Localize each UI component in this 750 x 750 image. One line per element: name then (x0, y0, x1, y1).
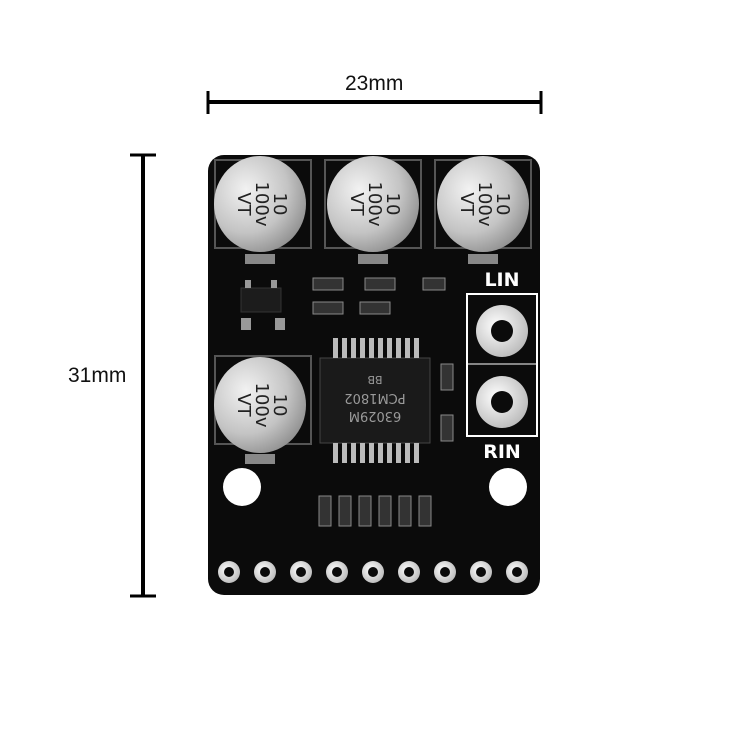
mounting-hole-left (223, 468, 261, 506)
capacitor-label-line2: 100v (251, 382, 272, 427)
capacitor-label-line2: 100v (251, 181, 272, 226)
capacitor-label-line1: 10 (269, 193, 290, 216)
rin-label: RIN (483, 441, 521, 463)
pcm1802-chip: 63029M PCM1802 BB (319, 338, 431, 463)
width-dimension-line (206, 91, 543, 114)
chip-logo: BB (367, 373, 382, 386)
capacitor-label-line1: 10 (382, 193, 403, 216)
capacitor-c2: 10 100v VT (324, 156, 422, 264)
capacitor-label-line2: 100v (364, 181, 385, 226)
capacitor-c1: 10 100v VT (214, 156, 312, 264)
capacitor-label-line3: VT (346, 192, 367, 216)
capacitor-label-line1: 10 (269, 394, 290, 417)
lin-label: LIN (484, 269, 519, 291)
smd-components-right (440, 363, 454, 442)
capacitor-label-line3: VT (233, 192, 254, 216)
chip-pins-bottom (333, 443, 419, 463)
capacitor-label-line2: 100v (474, 181, 495, 226)
pcb-board: 10 100v VT 10 100v VT 10 100v VT 10 100v… (208, 155, 540, 595)
mounting-hole-right (489, 468, 527, 506)
smd-resistors-bottom (318, 495, 432, 527)
chip-code: 63029M (349, 408, 402, 423)
capacitor-label-line1: 10 (492, 193, 513, 216)
header-pins (218, 561, 528, 583)
capacitor-label-line3: VT (233, 393, 254, 417)
height-dimension-line (130, 153, 156, 598)
regulator-chip (240, 280, 285, 330)
capacitor-c3: 10 100v VT (434, 156, 532, 264)
width-label: 23mm (345, 72, 404, 95)
input-jack-area: LIN RIN (466, 269, 538, 463)
chip-model: PCM1802 (344, 390, 405, 405)
capacitor-label-line3: VT (456, 192, 477, 216)
smd-resistors-top (312, 277, 446, 315)
capacitor-c4: 10 100v VT (214, 355, 312, 464)
height-label: 31mm (68, 364, 127, 387)
chip-pins-top (333, 338, 419, 358)
